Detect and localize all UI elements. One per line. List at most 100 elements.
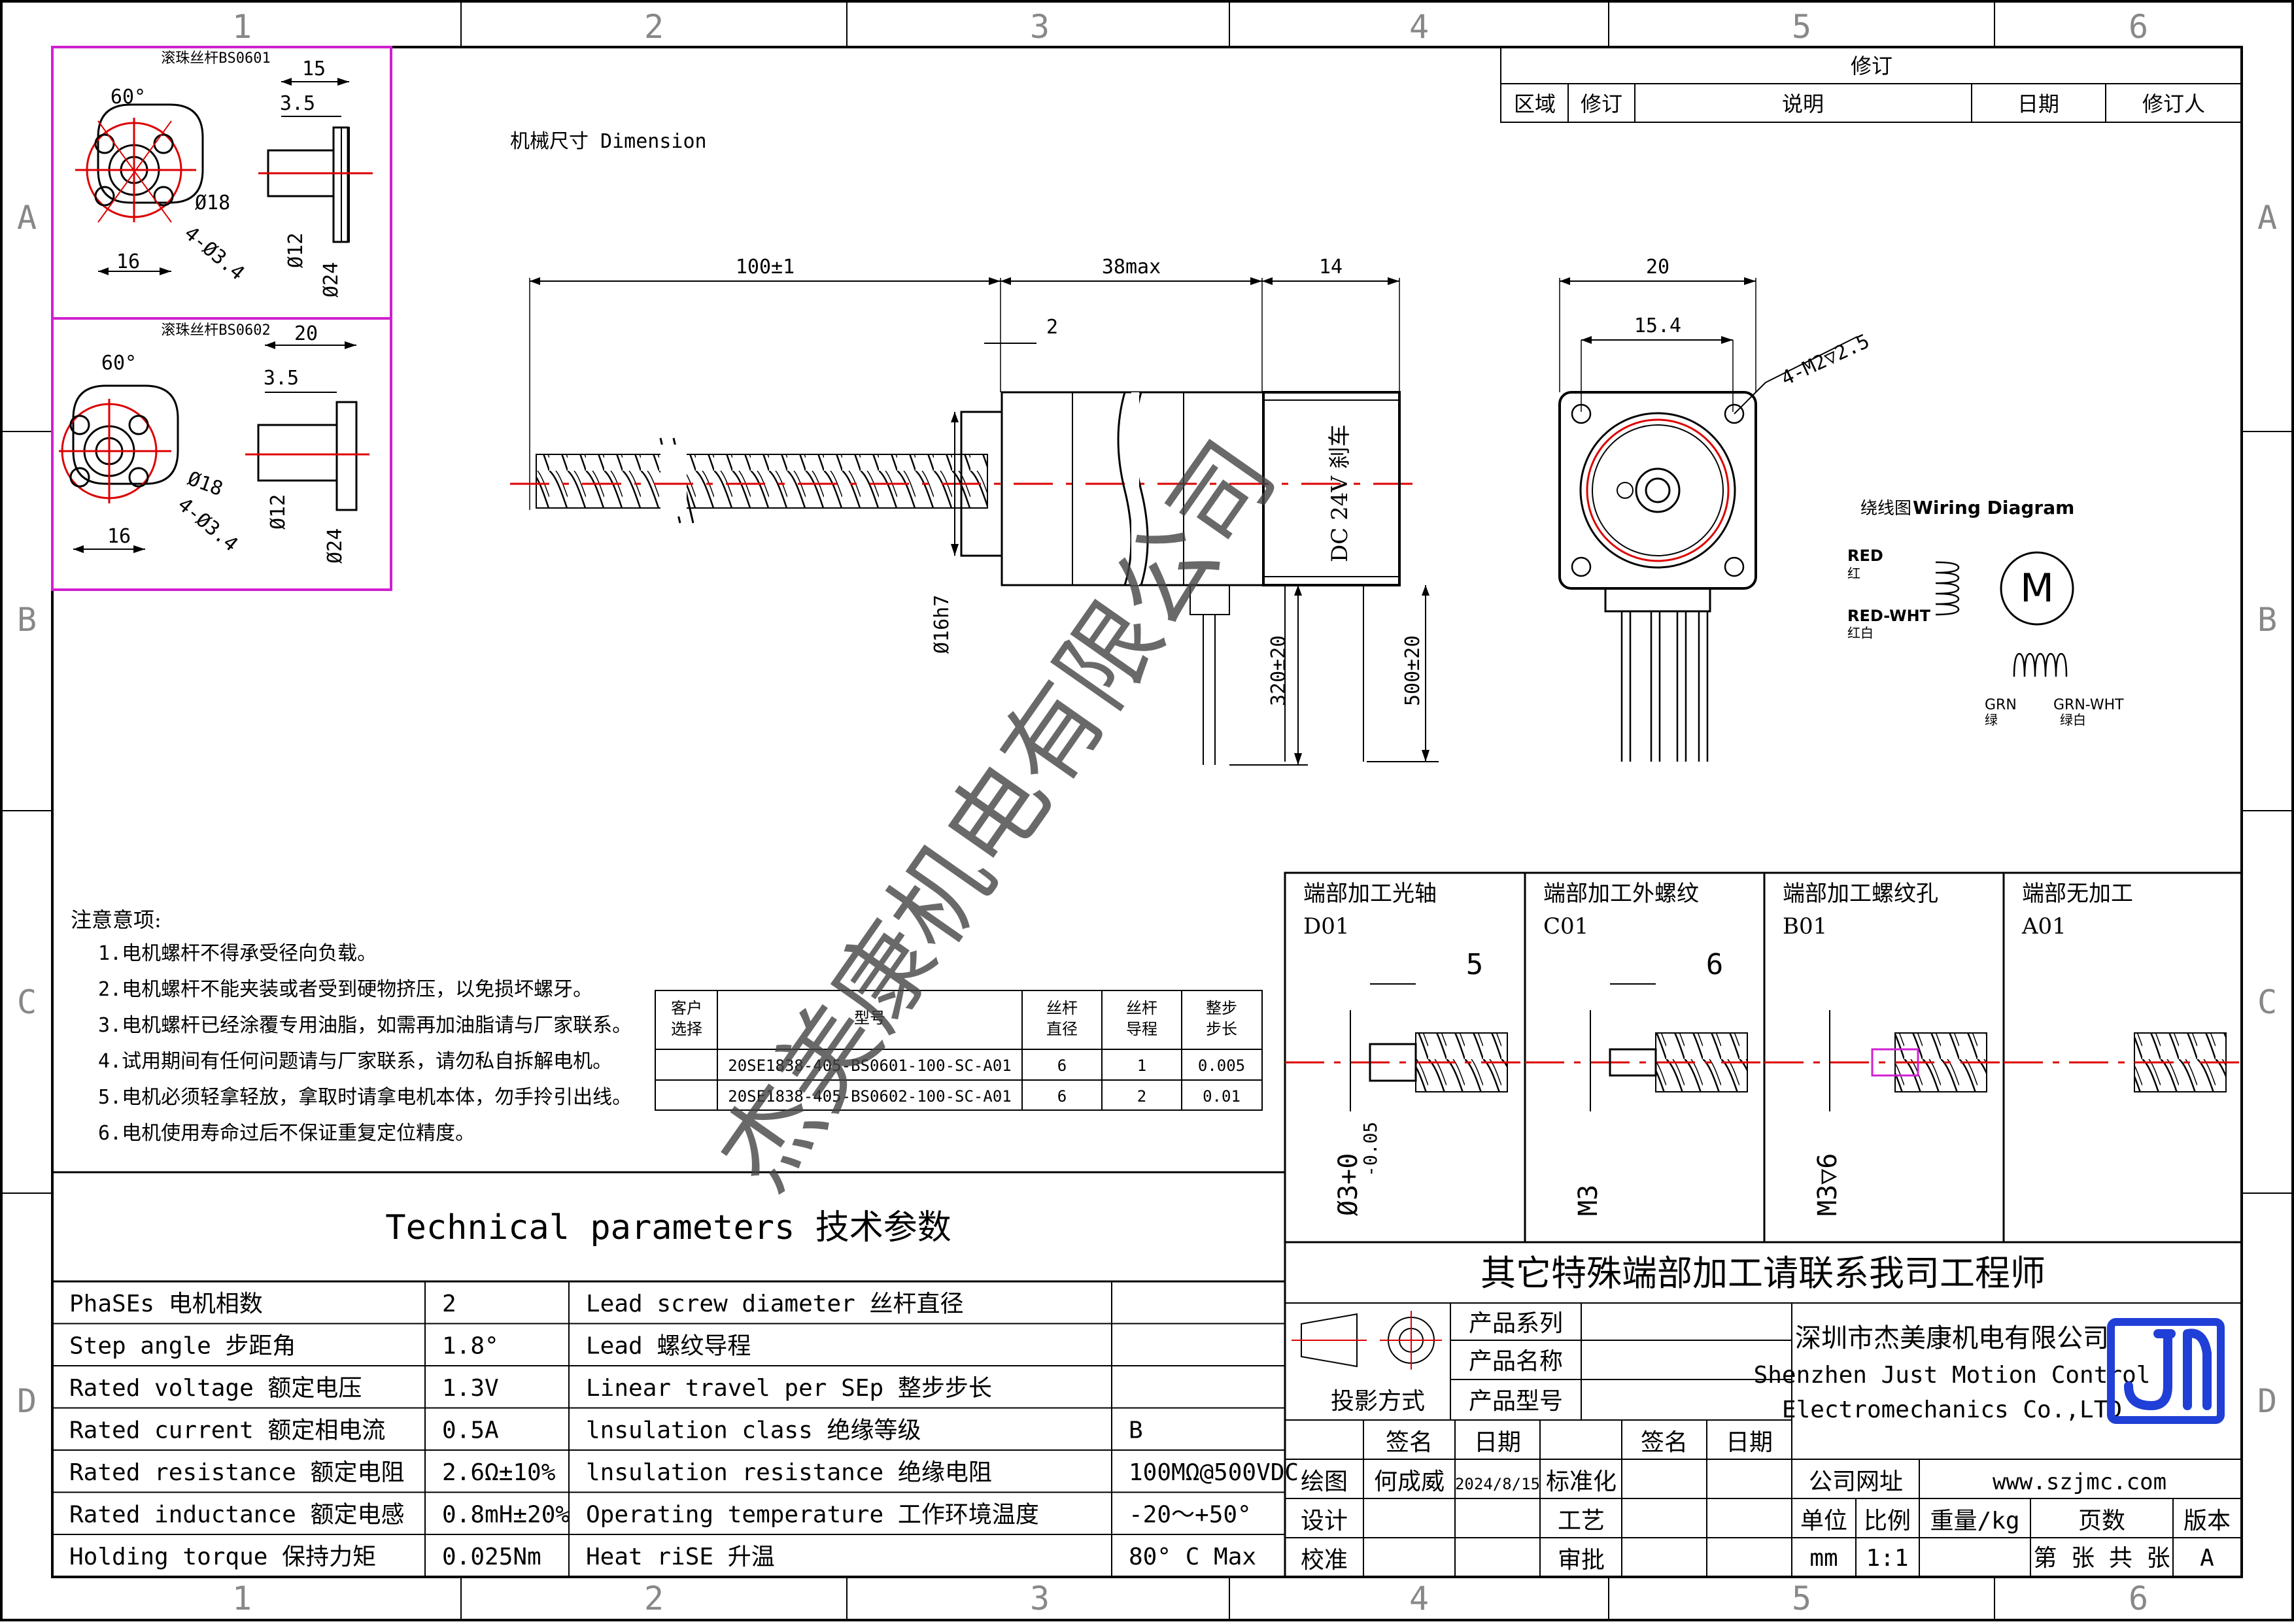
- revision-header: 区域: [1514, 92, 1556, 116]
- shaft-dia: Ø16h7: [931, 595, 953, 654]
- end-panel-title: 端部无加工: [2022, 881, 2133, 907]
- note-item: 6.电机使用寿命过后不保证重复定位精度。: [98, 1122, 475, 1145]
- zone-row-left: C: [17, 983, 37, 1021]
- bs0601-d24: Ø24: [320, 262, 343, 297]
- wire-red: RED: [1847, 547, 1883, 565]
- dim-body: 38max: [1102, 256, 1161, 279]
- zone-col-bottom: 2: [644, 1580, 664, 1617]
- bs0602-step: 3.5: [264, 367, 299, 390]
- title-block-text: 产品系列: [1469, 1310, 1563, 1337]
- zone-row-right: B: [2257, 601, 2277, 639]
- motor-side-view: 100±1 38max 14 2 DC 24V 刹车 320±20: [510, 256, 1439, 766]
- brake-label: DC 24V 刹车: [1327, 424, 1353, 562]
- tech-cell: Holding torque 保持力矩: [69, 1544, 376, 1570]
- title-block-text: 审批: [1558, 1547, 1605, 1574]
- tech-cell: 1.8°: [442, 1333, 499, 1360]
- revision-header: 日期: [2017, 92, 2059, 116]
- title-block-text: 校准: [1301, 1547, 1348, 1574]
- dim-flange: 2: [1046, 316, 1058, 339]
- motor-symbol: [2000, 551, 2074, 626]
- note-item: 4.试用期间有任何问题请与厂家联系，请勿私自拆解电机。: [98, 1050, 612, 1073]
- model-table-header: 丝杆: [1126, 999, 1157, 1017]
- end-panel-shaft: [1369, 1043, 1417, 1082]
- end-panel-code: C01: [1543, 913, 1588, 939]
- model-table-header: 步长: [1206, 1020, 1237, 1038]
- title-block-text: 第 张 共 张: [2033, 1545, 2170, 1572]
- bs0601-holes: 4-Ø3.4: [180, 222, 249, 284]
- tech-cell: 1.3V: [442, 1375, 499, 1402]
- company-website: www.szjmc.com: [1993, 1469, 2166, 1495]
- zone-col-bottom: 3: [1030, 1580, 1050, 1617]
- tech-cell: -20～+50°: [1129, 1502, 1252, 1529]
- end-machining-footer: 其它特殊端部加工请联系我司工程师: [1481, 1253, 2046, 1294]
- end-panel-title: 端部加工外螺纹: [1543, 881, 1699, 907]
- tech-cell: PhaSEs 电机相数: [69, 1291, 263, 1317]
- wire-red-cn: 红: [1847, 566, 1860, 581]
- tech-cell: 2: [442, 1291, 456, 1317]
- revision-title: 修订: [1851, 54, 1892, 78]
- wire-grn-cn: 绿: [1985, 712, 1998, 728]
- wire-grnwht: GRN-WHT: [2053, 697, 2124, 713]
- notes-title: 注意意项:: [71, 907, 162, 932]
- end-panel-dia: M3▽6: [1813, 1153, 1843, 1216]
- title-block-text: 产品名称: [1469, 1348, 1563, 1375]
- company-en-1: Shenzhen Just Motion Control: [1754, 1362, 2151, 1389]
- title-block-text: 页数: [2078, 1508, 2125, 1534]
- model-table-cell: 20SE1838-405-BS0602-100-SC-A01: [728, 1087, 1011, 1106]
- company-en-2: Electromechanics Co.,LTD: [1782, 1396, 2122, 1423]
- bs0601-w16: 16: [116, 250, 140, 273]
- bs0602-d12: Ø12: [267, 494, 290, 530]
- end-panel: 端部无加工 A01: [2004, 881, 2243, 1092]
- tech-cell: 80° C Max: [1129, 1544, 1256, 1570]
- end-holes: 4-M2▽2.5: [1778, 330, 1874, 390]
- zone-col-top: 5: [1792, 8, 1811, 46]
- end-panel-male-thread: [1609, 1048, 1657, 1077]
- model-table-header: 丝杆: [1046, 999, 1078, 1017]
- model-table-header: 客户: [671, 999, 702, 1017]
- tech-cell: 100MΩ@500VDC: [1129, 1459, 1299, 1486]
- motor-end-view: 20 15.4 4-M2▽2.5: [1558, 256, 1874, 762]
- dimension-title: 机械尺寸 Dimension: [510, 130, 707, 153]
- bs0602-d24: Ø24: [324, 528, 347, 564]
- motor-symbol-letter: M: [2020, 566, 2054, 611]
- model-table-cell: 20SE1838-405-BS0601-100-SC-A01: [728, 1057, 1011, 1075]
- zone-col-bottom: 6: [2129, 1580, 2148, 1617]
- bs0601-angle: 60°: [111, 86, 146, 109]
- tech-cell: B: [1129, 1417, 1143, 1444]
- end-panel-code: A01: [2021, 913, 2066, 939]
- tech-cell: Rated voltage 额定电压: [69, 1375, 362, 1402]
- zone-row-right: D: [2257, 1382, 2277, 1420]
- wire-grnwht-cn: 绿白: [2060, 712, 2086, 728]
- end-panel-code: B01: [1783, 913, 1827, 939]
- title-block-text: 签名: [1641, 1429, 1688, 1456]
- wiring-title-en: Wiring Diagram: [1913, 497, 2074, 518]
- model-table-cell: 2: [1137, 1087, 1146, 1106]
- title-block-text: 日期: [1474, 1429, 1521, 1456]
- tech-cell: Operating temperature 工作环境温度: [586, 1502, 1039, 1529]
- revision-header: 修订人: [2142, 92, 2205, 116]
- title-block-text: 单位: [1800, 1508, 1847, 1534]
- title-block-text: 绘图: [1301, 1468, 1348, 1495]
- zone-col-top: 3: [1030, 8, 1050, 46]
- zone-row-right: A: [2257, 199, 2277, 237]
- note-item: 2.电机螺杆不能夹装或者受到硬物挤压，以免损坏螺牙。: [98, 978, 592, 1001]
- title-block-text: mm: [1809, 1545, 1838, 1572]
- tech-cell: lnsulation class 绝缘等级: [586, 1417, 921, 1444]
- revision-header: 修订: [1581, 92, 1622, 116]
- title-block-text: 1:1: [1866, 1545, 1908, 1572]
- company-cn: 深圳市杰美康机电有限公司: [1795, 1323, 2109, 1353]
- end-hole-pitch: 15.4: [1634, 314, 1681, 337]
- bs0602-angle: 60°: [101, 352, 137, 375]
- lead2: 500±20: [1401, 635, 1424, 706]
- notes: 注意意项: 1.电机螺杆不得承受径向负载。2.电机螺杆不能夹装或者受到硬物挤压，…: [71, 907, 632, 1145]
- bs0601-d18: Ø18: [195, 192, 230, 214]
- zone-col-bottom: 4: [1409, 1580, 1429, 1617]
- bs0601-len: 15: [302, 58, 326, 80]
- bs0602-title: 滚珠丝杆BS0602: [161, 322, 270, 339]
